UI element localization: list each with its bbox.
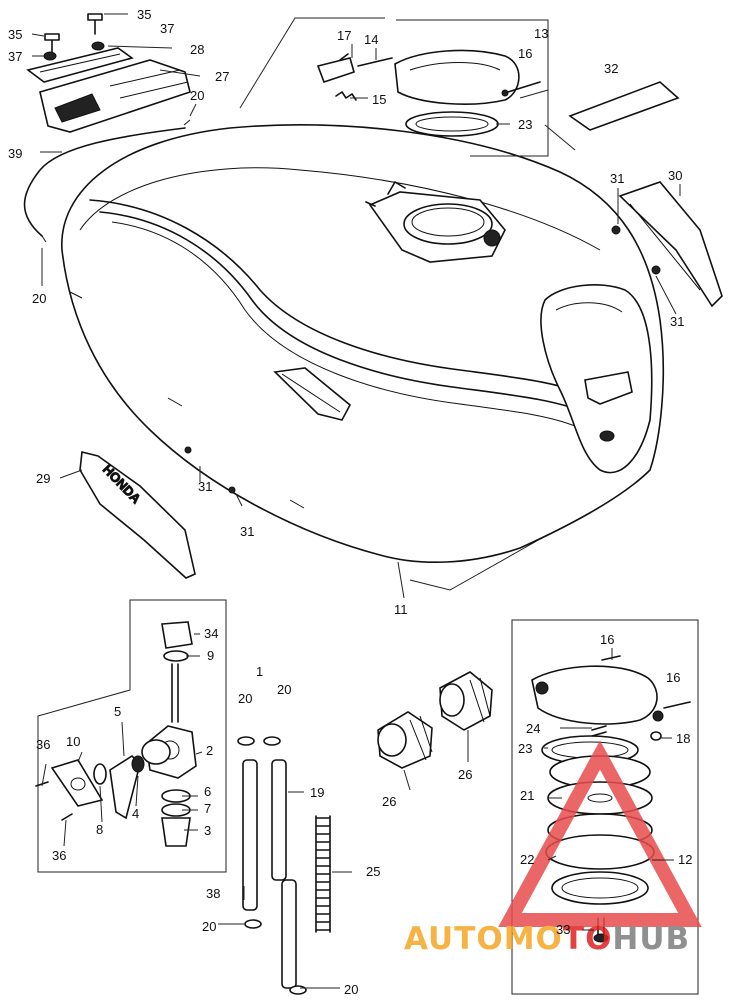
label-4: 4 xyxy=(132,806,139,821)
label-31: 31 xyxy=(240,524,254,539)
label-3: 3 xyxy=(204,823,211,838)
label-13: 13 xyxy=(534,26,548,41)
label-1: 1 xyxy=(256,664,263,679)
label-30: 30 xyxy=(668,168,682,183)
watermark-text-orange: AUTOMO xyxy=(404,921,563,957)
label-2: 2 xyxy=(206,743,213,758)
label-19: 19 xyxy=(310,785,324,800)
fuel-petcock-assembly xyxy=(35,599,227,873)
label-20: 20 xyxy=(277,682,291,697)
label-12: 12 xyxy=(678,852,692,867)
label-34: 34 xyxy=(204,626,218,641)
label-31: 31 xyxy=(198,479,212,494)
label-22: 22 xyxy=(520,852,534,867)
label-37: 37 xyxy=(8,49,22,64)
label-31: 31 xyxy=(610,171,624,186)
label-7: 7 xyxy=(204,801,211,816)
label-6: 6 xyxy=(204,784,211,799)
label-20: 20 xyxy=(190,88,204,103)
fuel-cap-assembly-bottom xyxy=(511,619,699,995)
label-16: 16 xyxy=(600,632,614,647)
svg-text:AUTOMOTOHUB: AUTOMOTOHUB xyxy=(404,921,690,957)
watermark-text-red: TO xyxy=(563,921,613,957)
label-32: 32 xyxy=(604,61,618,76)
overflow-hose xyxy=(23,127,186,237)
label-9: 9 xyxy=(207,648,214,663)
label-39: 39 xyxy=(8,146,22,161)
label-15: 15 xyxy=(372,92,386,107)
label-31: 31 xyxy=(670,314,684,329)
label-29: 29 xyxy=(36,471,50,486)
label-8: 8 xyxy=(96,822,103,837)
label-18: 18 xyxy=(676,731,690,746)
side-trim-30 xyxy=(618,181,723,308)
callout-labels: 35 35 37 37 28 27 20 39 20 17 14 13 16 1… xyxy=(8,7,692,997)
fuel-cap-assembly-top xyxy=(316,19,549,157)
label-27: 27 xyxy=(215,69,229,84)
decal-32 xyxy=(568,81,680,131)
label-36: 36 xyxy=(52,848,66,863)
label-20: 20 xyxy=(344,982,358,997)
rear-mount-bracket xyxy=(26,13,191,133)
label-16: 16 xyxy=(666,670,680,685)
honda-emblem: HONDA xyxy=(79,451,196,579)
filler-caps-26 xyxy=(377,671,493,769)
label-23: 23 xyxy=(518,741,532,756)
label-33: 33 xyxy=(556,922,570,937)
label-35: 35 xyxy=(137,7,151,22)
label-17: 17 xyxy=(337,28,351,43)
automotohub-watermark: AUTOMOTOHUB xyxy=(404,740,702,957)
label-20: 20 xyxy=(238,691,252,706)
label-38: 38 xyxy=(206,886,220,901)
label-23: 23 xyxy=(518,117,532,132)
label-16: 16 xyxy=(518,46,532,61)
leader-lines xyxy=(31,13,681,989)
label-21: 21 xyxy=(520,788,534,803)
label-36: 36 xyxy=(36,737,50,752)
label-26: 26 xyxy=(382,794,396,809)
label-37: 37 xyxy=(160,21,174,36)
label-35: 35 xyxy=(8,27,22,42)
label-20: 20 xyxy=(202,919,216,934)
label-26: 26 xyxy=(458,767,472,782)
label-24: 24 xyxy=(526,721,540,736)
label-11: 11 xyxy=(394,602,408,617)
label-25: 25 xyxy=(366,864,380,879)
label-14: 14 xyxy=(364,32,378,47)
fuel-tank xyxy=(61,17,665,591)
label-10: 10 xyxy=(66,734,80,749)
watermark-text-gray: HUB xyxy=(612,921,690,957)
hoses xyxy=(237,736,331,995)
label-20: 20 xyxy=(32,291,46,306)
label-28: 28 xyxy=(190,42,204,57)
label-5: 5 xyxy=(114,704,121,719)
